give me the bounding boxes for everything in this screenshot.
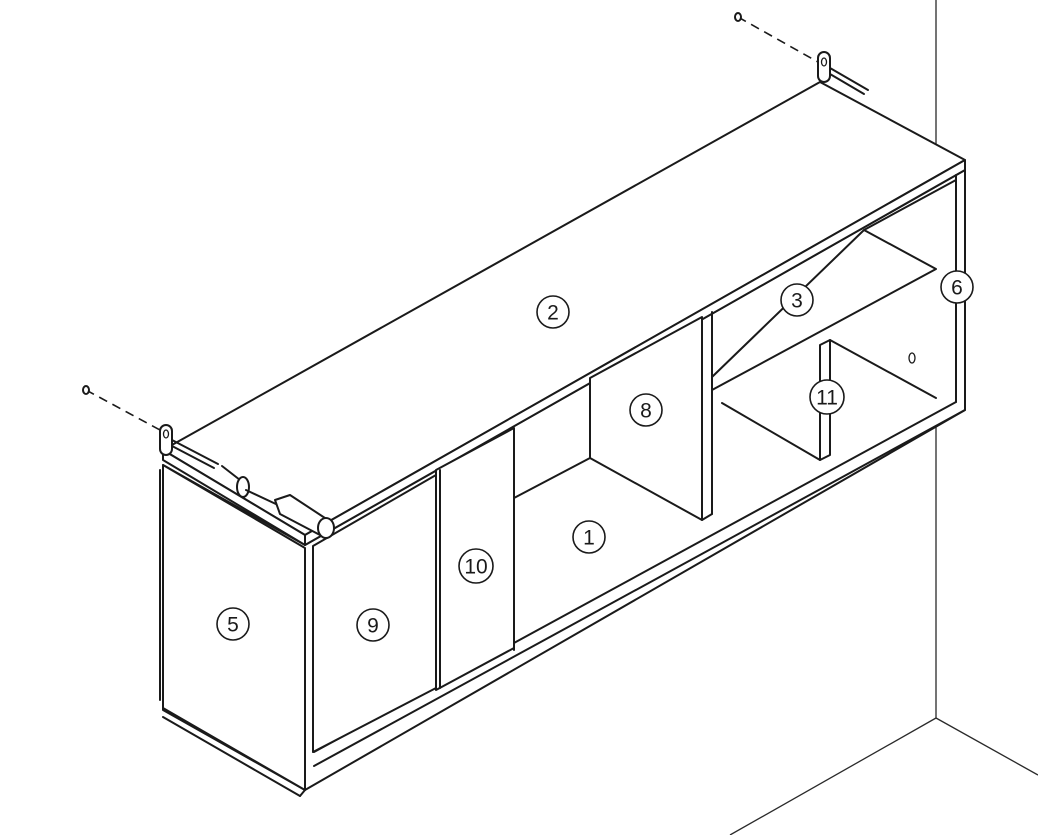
- svg-text:5: 5: [227, 614, 239, 637]
- svg-text:8: 8: [640, 400, 652, 423]
- svg-text:6: 6: [951, 277, 963, 300]
- svg-text:10: 10: [464, 556, 487, 579]
- svg-text:1: 1: [583, 527, 595, 550]
- callout-6: 6: [940, 270, 974, 304]
- left-bracket: [82, 385, 219, 469]
- callout-5: 5: [216, 607, 250, 641]
- callout-8: 8: [629, 393, 663, 427]
- callout-1: 1: [572, 520, 606, 554]
- callout-3: 3: [780, 283, 814, 317]
- callout-2: 2: [536, 295, 570, 329]
- svg-text:9: 9: [367, 615, 379, 638]
- callout-11: 11: [809, 379, 845, 415]
- svg-text:11: 11: [816, 387, 838, 410]
- svg-text:3: 3: [791, 290, 803, 313]
- screwdriver-icon: [221, 465, 335, 539]
- callout-9: 9: [356, 608, 390, 642]
- callout-10: 10: [458, 548, 494, 584]
- svg-text:2: 2: [547, 302, 559, 325]
- right-bracket: [734, 12, 869, 95]
